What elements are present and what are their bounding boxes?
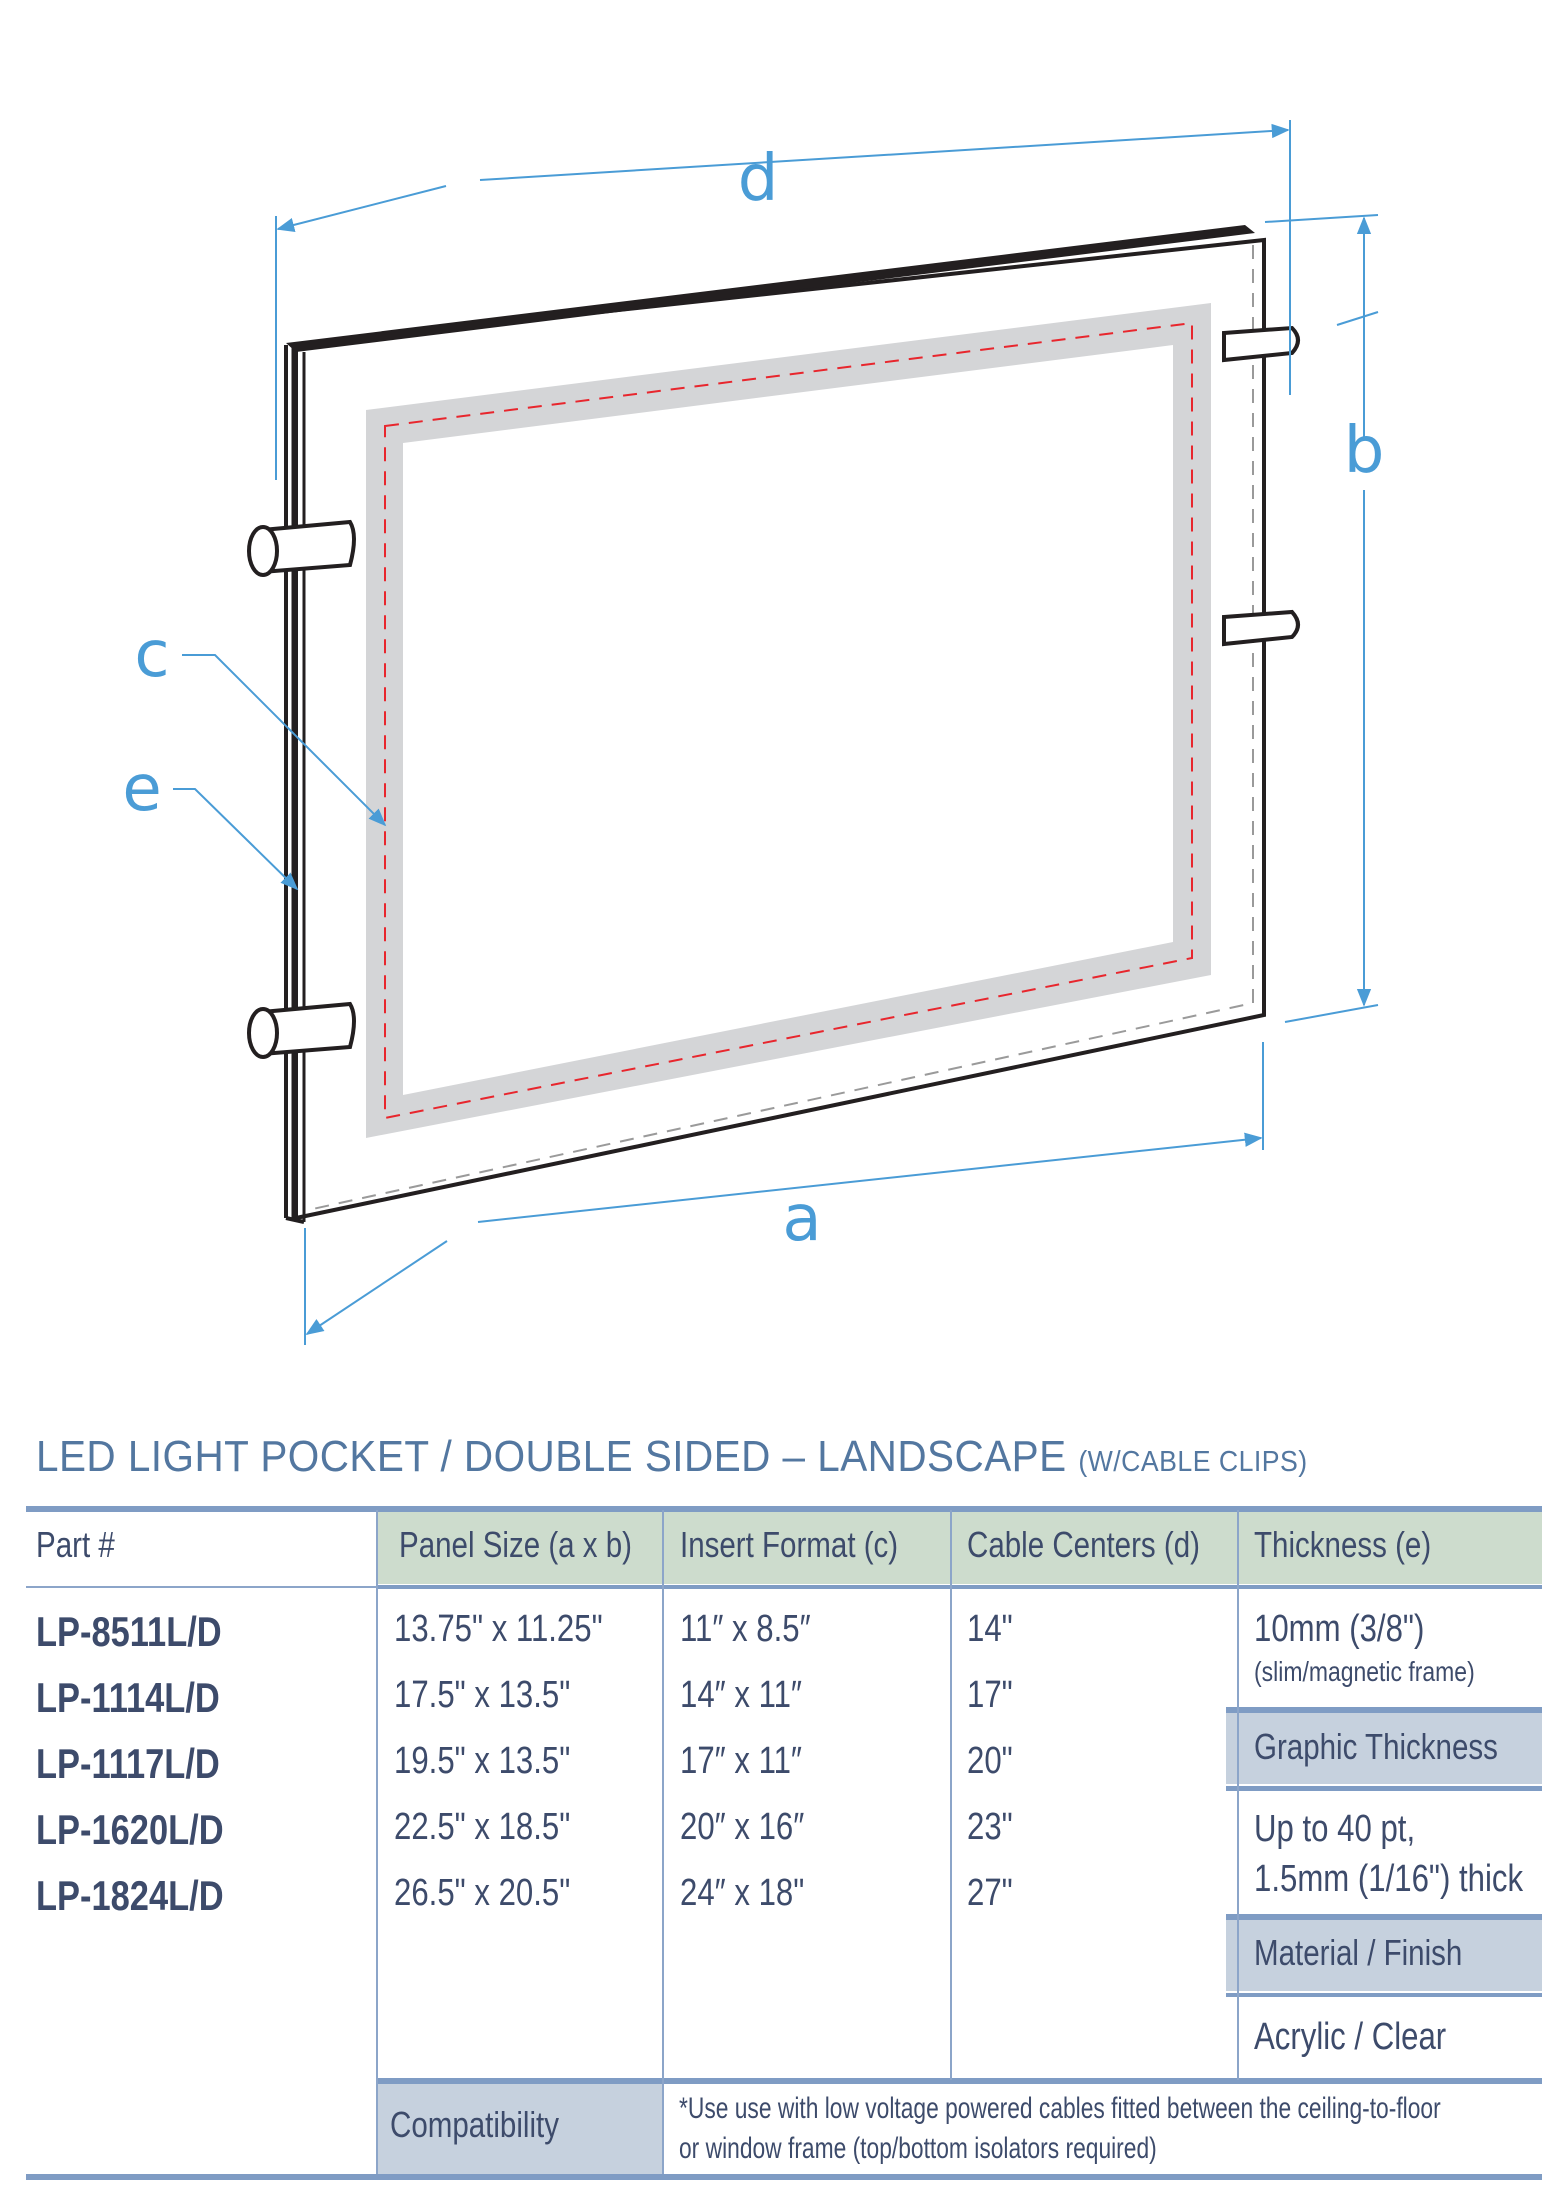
col-divider [950,1510,952,2080]
header-bottom-rule [376,1585,1542,1589]
insert-format: 20″ x 16″ [680,1806,805,1848]
graphic-thickness-bg [1226,1709,1542,1784]
part-number: LP-1114L/D [36,1674,220,1721]
spec-title: LED LIGHT POCKET / DOUBLE SIDED – LANDSC… [36,1432,1308,1482]
dimension-d: d [275,120,1291,480]
col-divider [376,1510,378,2174]
svg-text:a: a [782,1182,821,1256]
col-header-cable-centers: Cable Centers (d) [967,1524,1200,1565]
table-top-rule [26,1506,1542,1512]
col-divider [662,1510,664,2174]
compatibility-bg [376,2080,662,2174]
panel-size: 22.5" x 18.5" [394,1806,571,1848]
col-header-insert-format: Insert Format (c) [680,1524,899,1565]
thickness-value: 10mm (3/8") [1254,1608,1425,1650]
material-finish-bottom-rule [1226,1993,1542,1997]
graphic-thickness-bottom-rule [1226,1786,1542,1791]
cable-centers: 27" [967,1872,1013,1914]
compatibility-top-rule [376,2078,1542,2084]
spec-title-main: LED LIGHT POCKET / DOUBLE SIDED – LANDSC… [36,1432,1067,1481]
panel-size: 17.5" x 13.5" [394,1674,571,1716]
material-finish-label: Material / Finish [1254,1932,1463,1973]
graphic-thickness-top-rule [1226,1707,1542,1713]
part-number: LP-1824L/D [36,1872,224,1919]
insert-format: 17″ x 11″ [680,1740,802,1782]
insert-frame [366,303,1211,1138]
cable-clip-icon [247,1001,356,1059]
col-divider [1237,1510,1239,2080]
insert-format: 11″ x 8.5″ [680,1608,811,1650]
cable-clip-icon [1222,609,1300,647]
col-header-part: Part # [36,1524,115,1565]
partcol-header-rule [26,1586,376,1588]
part-number: LP-1117L/D [36,1740,220,1787]
compatibility-line2: or window frame (top/bottom isolators re… [679,2132,1157,2165]
part-number: LP-1620L/D [36,1806,224,1853]
thickness-note: (slim/magnetic frame) [1254,1656,1475,1687]
cable-centers: 23" [967,1806,1013,1848]
material-finish-bg [1226,1916,1542,1991]
graphic-thickness-line2: 1.5mm (1/16") thick [1254,1858,1524,1900]
header-bg [376,1506,1542,1584]
svg-text:c: c [134,618,169,692]
material-finish-value: Acrylic / Clear [1254,2016,1447,2058]
col-header-thickness: Thickness (e) [1254,1524,1432,1565]
product-diagram: d b a c e [122,120,1385,1345]
dimension-a: a [304,1042,1264,1345]
table-bottom-rule [26,2174,1542,2180]
cable-centers: 20" [967,1740,1013,1782]
insert-format: 14″ x 11″ [680,1674,802,1716]
panel-size: 13.75" x 11.25" [394,1608,603,1650]
svg-text:d: d [738,142,779,216]
col-header-panel-size: Panel Size (a x b) [399,1524,632,1565]
cable-clip-icon [1222,325,1300,363]
graphic-thickness-line1: Up to 40 pt, [1254,1808,1416,1850]
graphic-thickness-label: Graphic Thickness [1254,1726,1498,1767]
svg-text:b: b [1344,414,1385,488]
panel-size: 26.5" x 20.5" [394,1872,571,1914]
panel-size: 19.5" x 13.5" [394,1740,571,1782]
material-finish-top-rule [1226,1914,1542,1920]
callout-e: e [122,752,299,891]
part-number: LP-8511L/D [36,1608,222,1655]
cable-clip-icon [247,519,356,577]
compatibility-line1: *Use use with low voltage powered cables… [679,2092,1441,2125]
insert-format: 24″ x 18" [680,1872,805,1914]
dimension-b: b [1264,214,1385,1023]
spec-title-subtitle: (W/CABLE CLIPS) [1078,1446,1308,1478]
svg-text:e: e [122,752,161,826]
callout-c: c [134,618,387,827]
cable-centers: 14" [967,1608,1013,1650]
cable-centers: 17" [967,1674,1013,1716]
compatibility-label: Compatibility [390,2104,559,2145]
